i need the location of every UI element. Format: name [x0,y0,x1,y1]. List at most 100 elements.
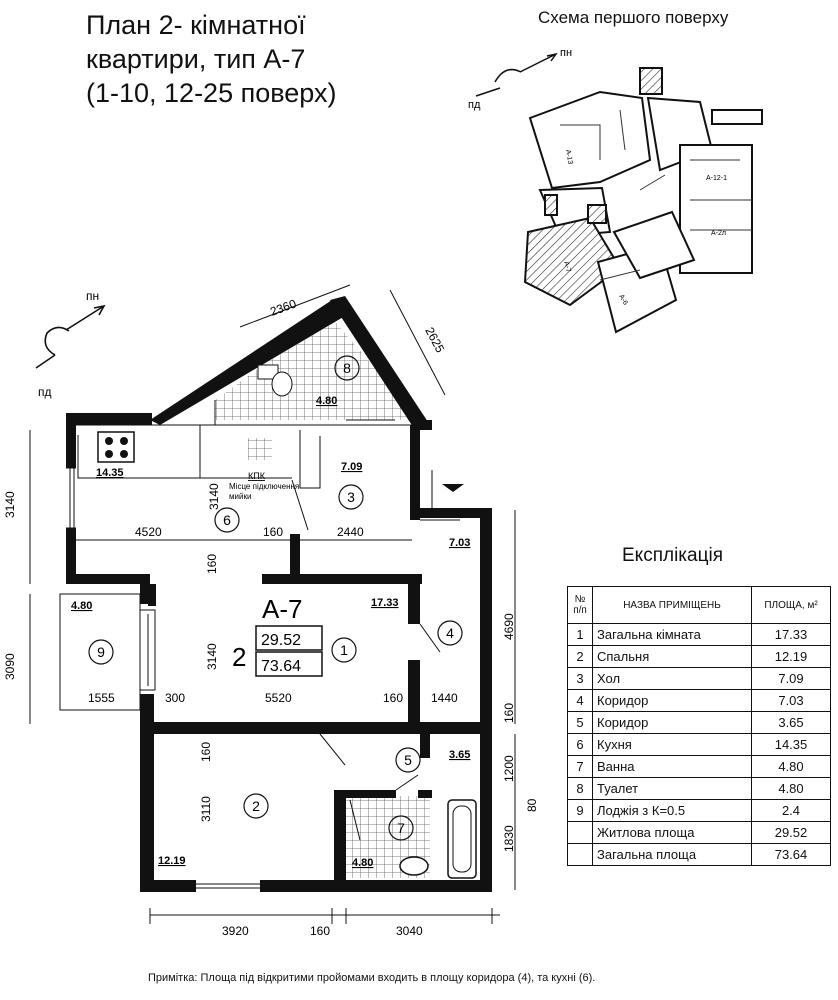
room-number-5-circle [395,747,421,773]
plan-compass: пн пд [35,289,106,399]
kpk-box [248,438,272,460]
row-area: 2.4 [751,799,831,822]
row-name: Спальня [592,645,752,668]
rooms-count: 2 [232,642,246,672]
header-num: № п/п [567,586,593,624]
room-number-3-circle [338,484,364,510]
dimension-lines [29,284,516,924]
first-floor-scheme: пн пд А-13 А-12-1 А-2л А-7 А-6 [468,47,763,334]
toilet-icon [257,364,293,397]
row-name: Лоджія з К=0.5 [592,799,752,822]
row-name: Загальна кімната [592,623,752,646]
header-name: НАЗВА ПРИМІЩЕНЬ [592,586,752,624]
area-room-4: 7.03 [449,537,470,549]
row-num: 2 [567,645,593,668]
room-number-3: 3 [347,489,355,505]
row-name: Коридор [592,689,752,712]
entry-arrow-icon [442,484,464,492]
dim-2625: 2625 [422,325,447,355]
row-area: 12.19 [751,645,831,668]
dim-3040: 3040 [396,924,423,938]
row-num: 8 [567,777,593,800]
dim-2360: 2360 [268,296,298,318]
row-name: Ванна [592,755,752,778]
room-number-2-circle [243,793,269,819]
row-num: 4 [567,689,593,712]
apartment-type: А-7 [262,594,302,624]
scheme-title: Схема першого поверху [538,8,729,27]
room-number-9: 9 [97,644,105,660]
total-area-total: 73.64 [751,843,831,866]
dim-80: 80 [525,798,539,812]
dim-160-f: 160 [310,924,330,938]
row-name: Туалет [592,777,752,800]
plan-title: План 2- кімнатної квартири, тип А-7 (1-1… [86,8,416,110]
header-area: ПЛОЩА, м² [751,586,831,624]
kpk-note-1: Місце підключення [229,482,299,491]
dim-160-d: 160 [502,703,516,723]
dim-160-a: 160 [263,525,283,539]
room-number-4-circle [437,620,463,646]
area-room-3: 7.09 [341,461,362,473]
area-room-9: 4.80 [71,600,92,612]
scheme-south-label: пд [468,99,481,111]
scheme-building [523,67,763,334]
row-area: 7.03 [751,689,831,712]
row-name: Кухня [592,733,752,756]
dim-3140-left: 3140 [3,491,17,518]
bathtub-icon [447,799,477,879]
dim-2440: 2440 [337,525,364,539]
row-num: 7 [567,755,593,778]
total-area-value: 73.64 [261,658,301,675]
area-room-7: 4.80 [352,857,373,869]
dim-3920: 3920 [222,924,249,938]
title-line-1: План 2- кімнатної [86,10,306,40]
scheme-label-a7: А-7 [562,261,572,273]
row-num: 5 [567,711,593,734]
area-room-6: 14.35 [96,467,124,479]
row-area: 3.65 [751,711,831,734]
dim-5520: 5520 [265,691,292,705]
stove-icon [97,431,135,463]
scheme-north-label: пн [560,47,572,59]
room-number-7: 7 [397,820,405,836]
kpk-note-2: мийки [229,492,251,501]
room-number-5: 5 [404,752,412,768]
room-number-9-circle [88,639,114,665]
room-number-1-circle [331,637,357,663]
thin-lines [59,400,460,889]
plan-south-label: пд [38,385,52,399]
dim-1200: 1200 [502,755,516,782]
dim-3140-living: 3140 [205,643,219,670]
walls [66,413,492,892]
area-room-8: 4.80 [316,395,337,407]
room-number-8-circle [334,355,360,381]
dim-3110: 3110 [199,796,213,822]
room-number-7-circle [388,815,414,841]
row-area: 17.33 [751,623,831,646]
area-room-1: 17.33 [371,597,399,609]
plan-north-label: пн [86,289,99,303]
apartment-badge: А-7 2 29.52 73.64 [232,594,323,677]
row-area: 14.35 [751,733,831,756]
scheme-label-a6: А-6 [617,294,629,307]
dim-1830: 1830 [502,825,516,852]
kpk-label: КПК [248,471,266,481]
row-area: 4.80 [751,755,831,778]
row-num: 1 [567,623,593,646]
row-num: 6 [567,733,593,756]
living-area-total: 29.52 [751,821,831,844]
dim-1440: 1440 [431,691,458,705]
scheme-compass: пн пд [468,47,572,111]
dim-3140-kitchen: 3140 [207,483,221,510]
toilet-tile-floor [215,316,420,420]
